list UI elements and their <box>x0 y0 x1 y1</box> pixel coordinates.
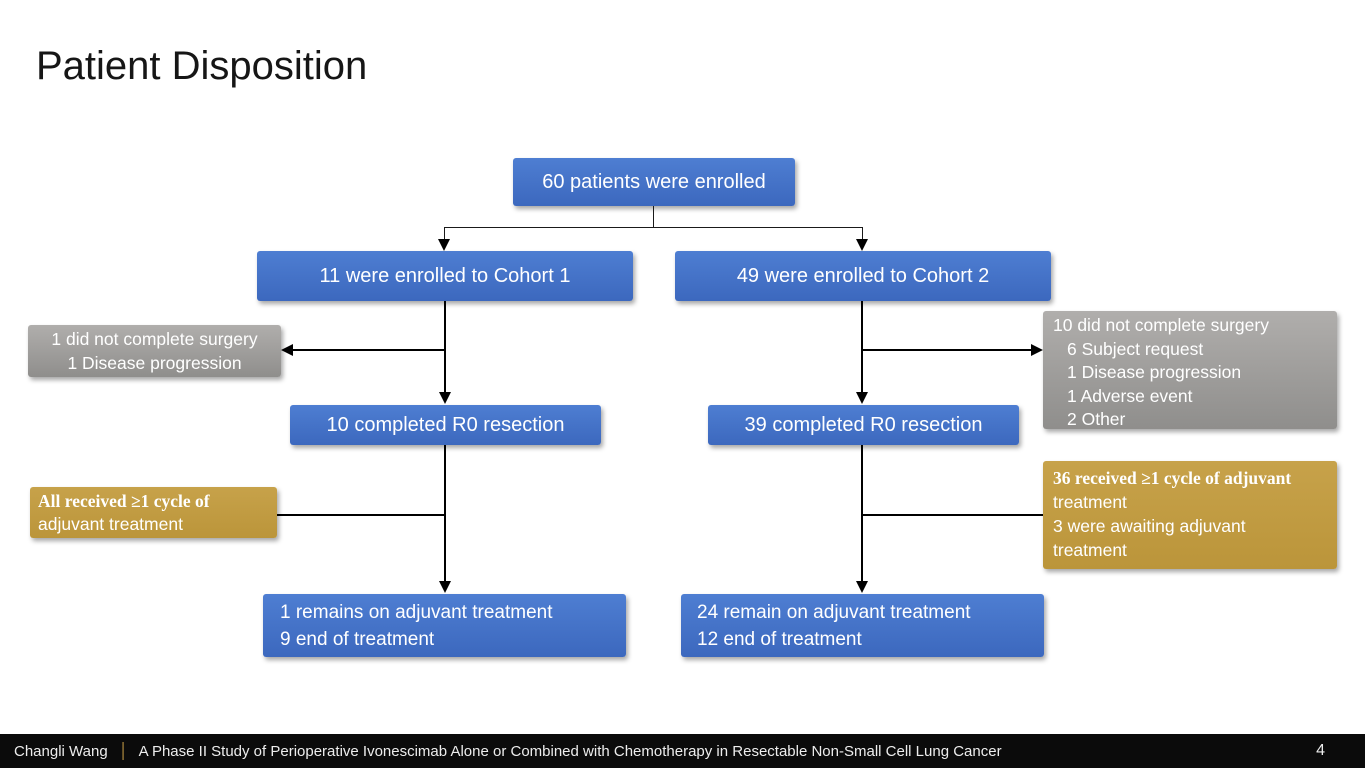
connector-branch-horizontal <box>445 227 863 228</box>
adjuvant-line: adjuvant treatment <box>38 514 183 534</box>
connector-cohort1-adjuvant <box>277 514 445 516</box>
connector-cohort2-r0 <box>861 301 863 392</box>
flow-box-enrolled-label: 60 patients were enrolled <box>542 170 766 193</box>
flow-box-cohort2: 49 were enrolled to Cohort 2 <box>675 251 1051 301</box>
arrowhead-down-icon <box>439 581 451 593</box>
flow-box-cohort1-no-surgery: 1 did not complete surgery 1 Disease pro… <box>28 325 281 377</box>
adjuvant-line: 3 were awaiting adjuvant <box>1053 516 1246 536</box>
no-surgery-header: 10 did not complete surgery <box>1053 315 1269 335</box>
no-surgery-line: 1 did not complete surgery <box>51 329 258 349</box>
footer-page-number: 4 <box>1316 742 1325 759</box>
no-surgery-reason: 1 Adverse event <box>1067 385 1193 406</box>
arrowhead-down-icon <box>856 239 868 251</box>
footer-bar: Changli Wang | A Phase II Study of Perio… <box>0 734 1365 768</box>
flow-box-cohort2-r0: 39 completed R0 resection <box>708 405 1019 445</box>
arrowhead-down-icon <box>438 239 450 251</box>
outcome-line: 24 remain on adjuvant treatment <box>697 602 971 623</box>
connector-cohort2-outcome <box>861 445 863 581</box>
connector-cohort1-r0 <box>444 301 446 392</box>
adjuvant-line: treatment <box>1053 540 1127 560</box>
flow-box-cohort2-r0-label: 39 completed R0 resection <box>744 413 983 436</box>
arrowhead-down-icon <box>856 581 868 593</box>
flow-box-cohort1-outcome: 1 remains on adjuvant treatment 9 end of… <box>263 594 626 657</box>
outcome-line: 1 remains on adjuvant treatment <box>280 602 553 623</box>
arrowhead-down-icon <box>439 392 451 404</box>
arrowhead-right-icon <box>1031 344 1043 356</box>
adjuvant-line: treatment <box>1053 492 1127 512</box>
flow-box-cohort1-adjuvant: All received ≥1 cycle of adjuvant treatm… <box>30 487 277 538</box>
connector-cohort1-outcome <box>444 445 446 581</box>
adjuvant-bold-line: All received ≥1 cycle of <box>38 491 210 511</box>
connector-cohort1-dropout <box>293 349 445 351</box>
flow-box-cohort2-label: 49 were enrolled to Cohort 2 <box>736 264 990 287</box>
adjuvant-bold-line: 36 received ≥1 cycle of adjuvant <box>1053 468 1292 488</box>
flow-box-cohort1-r0: 10 completed R0 resection <box>290 405 601 445</box>
footer-study-title: A Phase II Study of Perioperative Ivones… <box>138 742 1002 760</box>
no-surgery-reason: 2 Other <box>1067 409 1126 429</box>
flow-box-cohort1: 11 were enrolled to Cohort 1 <box>257 251 633 301</box>
no-surgery-reason: 1 Disease progression <box>1067 362 1242 382</box>
no-surgery-line: 1 Disease progression <box>67 353 242 373</box>
arrowhead-left-icon <box>281 344 293 356</box>
flow-box-cohort1-r0-label: 10 completed R0 resection <box>326 413 565 436</box>
page-title: Patient Disposition <box>36 44 368 88</box>
arrowhead-down-icon <box>856 392 868 404</box>
outcome-line: 9 end of treatment <box>280 629 435 650</box>
no-surgery-reason: 6 Subject request <box>1067 338 1204 359</box>
connector-stem <box>653 206 654 227</box>
connector-drop-left <box>444 227 445 239</box>
connector-drop-right <box>862 227 863 239</box>
connector-cohort2-adjuvant <box>862 514 1043 516</box>
connector-cohort2-dropout <box>863 349 1031 351</box>
flow-box-enrolled: 60 patients were enrolled <box>513 158 795 206</box>
footer-divider: | <box>120 740 126 761</box>
flow-box-cohort1-label: 11 were enrolled to Cohort 1 <box>319 264 571 287</box>
footer-author: Changli Wang <box>14 742 108 760</box>
flow-box-cohort2-outcome: 24 remain on adjuvant treatment 12 end o… <box>681 594 1044 657</box>
flow-box-cohort2-no-surgery: 10 did not complete surgery 6 Subject re… <box>1043 311 1337 429</box>
outcome-line: 12 end of treatment <box>697 629 862 650</box>
flow-box-cohort2-adjuvant: 36 received ≥1 cycle of adjuvant treatme… <box>1043 461 1337 569</box>
